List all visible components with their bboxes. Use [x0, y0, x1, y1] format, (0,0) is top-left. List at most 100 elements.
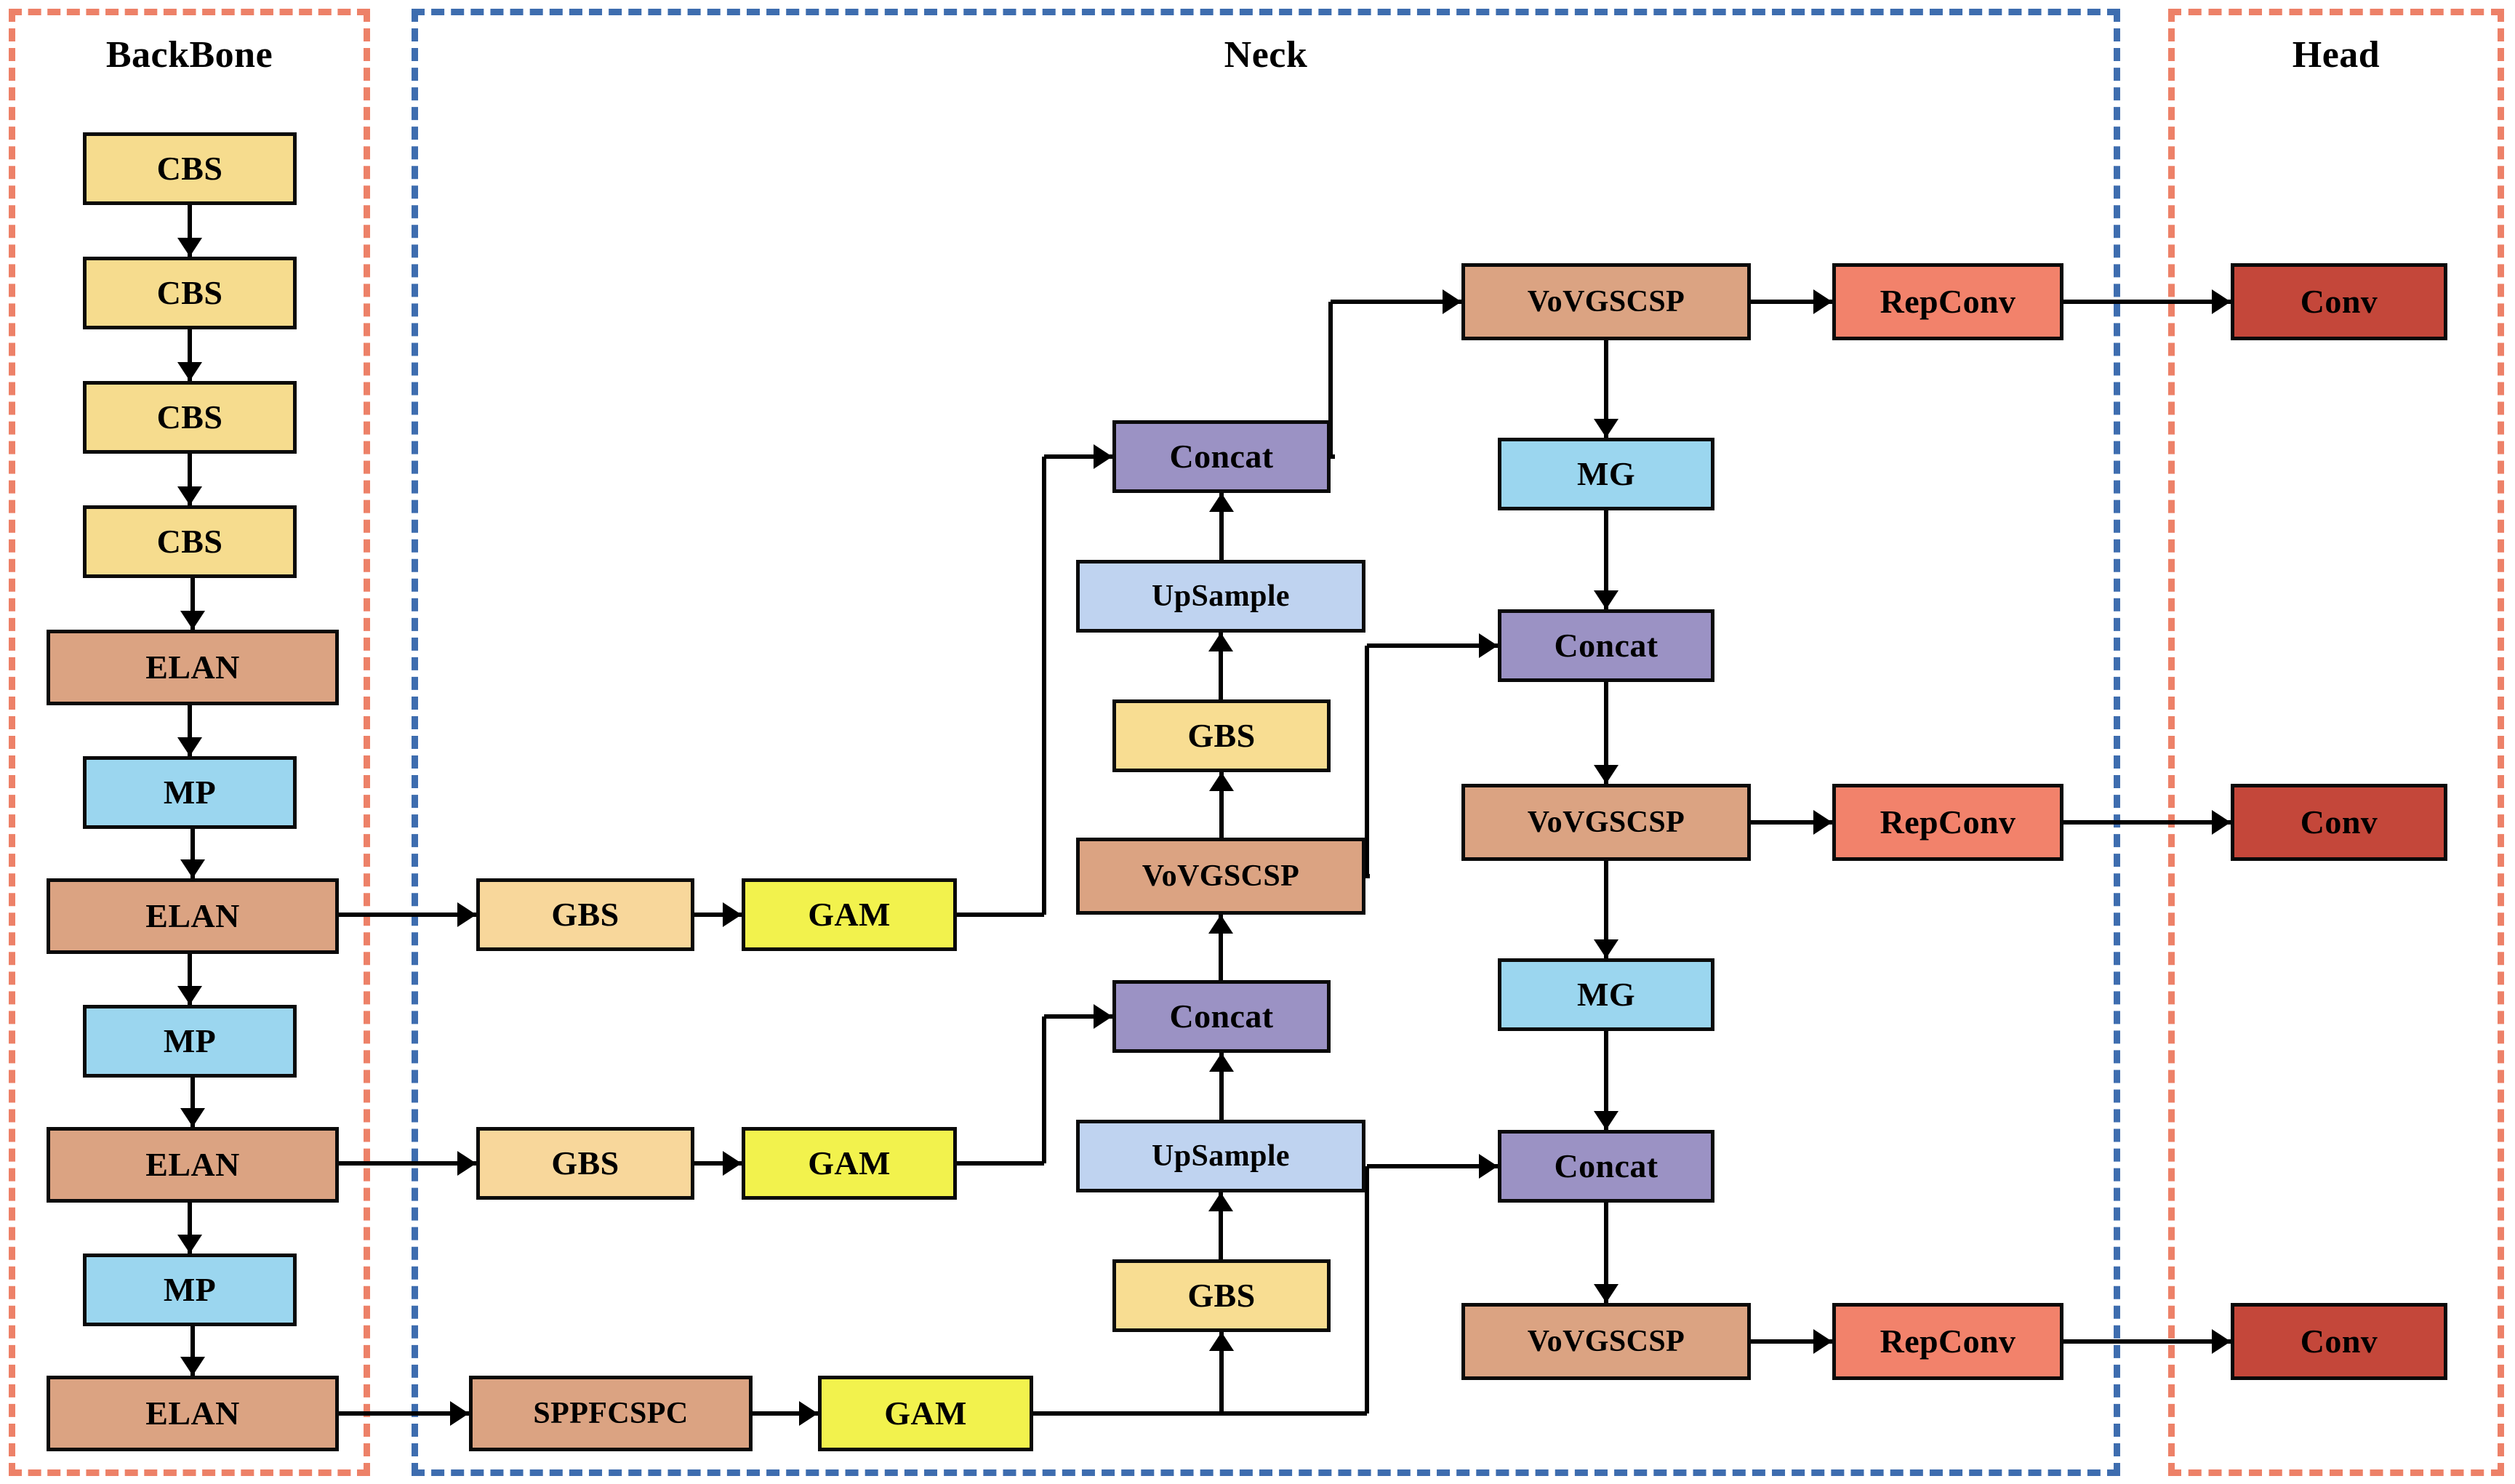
- node-label: MP: [163, 774, 217, 811]
- node-elan2[interactable]: ELAN: [47, 878, 339, 954]
- node-label: SPPFCSPC: [533, 1397, 689, 1430]
- edge-repconv3-to-conv3-arrow: [2212, 1329, 2231, 1354]
- edge-repconv1-to-conv1: [2063, 300, 2231, 304]
- node-concat_r2[interactable]: Concat: [1498, 1130, 1714, 1203]
- node-cbs2[interactable]: CBS: [83, 257, 297, 329]
- node-label: GAM: [884, 1395, 967, 1432]
- node-gam_m[interactable]: GAM: [742, 1127, 957, 1200]
- node-concat_t[interactable]: Concat: [1112, 420, 1331, 493]
- node-repconv2[interactable]: RepConv: [1832, 784, 2063, 861]
- edge-cbs1-to-cbs2-arrow: [177, 238, 202, 257]
- node-mg_top[interactable]: MG: [1498, 438, 1714, 510]
- node-mg_bot[interactable]: MG: [1498, 958, 1714, 1031]
- node-upsample_b[interactable]: UpSample: [1076, 1120, 1365, 1192]
- node-mp3[interactable]: MP: [83, 1254, 297, 1326]
- node-gam_t[interactable]: GAM: [742, 878, 957, 951]
- edge-repconv1-to-conv1-arrow: [2212, 289, 2231, 314]
- node-gbs_t[interactable]: GBS: [476, 878, 694, 951]
- edge-vov_r3-to-repconv3: [1751, 1339, 1832, 1344]
- edge-cbs4-to-elan1-arrow: [180, 611, 205, 630]
- edge-gam_b-to-gbs_u2-arrow: [1209, 1332, 1234, 1351]
- node-label: GBS: [1187, 1277, 1256, 1314]
- edge-mg_top-to-concat_r1: [1604, 510, 1608, 609]
- node-gbs_u1[interactable]: GBS: [1112, 699, 1331, 772]
- edge-vov_top-to-mg_top: [1604, 340, 1608, 438]
- node-label: MG: [1577, 976, 1635, 1013]
- node-label: RepConv: [1880, 1323, 2016, 1360]
- node-label: VoVGSCSP: [1527, 806, 1685, 839]
- node-cbs3[interactable]: CBS: [83, 381, 297, 454]
- edge-elan3-to-gbs_m-arrow: [457, 1151, 476, 1176]
- node-upsample_t[interactable]: UpSample: [1076, 560, 1365, 633]
- node-label: ELAN: [145, 897, 240, 934]
- edge-gam_b-bottom-wire: [1033, 1411, 1222, 1416]
- edge-vov_top-to-mg_top-arrow: [1594, 419, 1618, 438]
- node-label: CBS: [156, 150, 223, 187]
- node-cbs4[interactable]: CBS: [83, 505, 297, 578]
- region-neck: [412, 9, 2120, 1476]
- node-elan1[interactable]: ELAN: [47, 630, 339, 705]
- edge-repconv3-to-conv3: [2063, 1339, 2231, 1344]
- edge-gam_t-to-concat_t-arrow: [1094, 444, 1112, 469]
- edge-elan3-to-gbs_m: [339, 1161, 476, 1166]
- node-elan3[interactable]: ELAN: [47, 1127, 339, 1203]
- edge-repconv2-to-conv2: [2063, 820, 2231, 825]
- node-elan4[interactable]: ELAN: [47, 1376, 339, 1451]
- node-label: MP: [163, 1022, 217, 1059]
- node-conv2[interactable]: Conv: [2231, 784, 2447, 861]
- edge-gam_m-to-concat_m: [1044, 1014, 1112, 1019]
- edge-vov_mid-to-gbs_u1: [1219, 772, 1224, 838]
- node-label: GBS: [1187, 717, 1256, 754]
- node-gbs_m[interactable]: GBS: [476, 1127, 694, 1200]
- edge-mg_bot-to-concat_r2-arrow: [1594, 1111, 1618, 1130]
- node-label: ELAN: [145, 649, 240, 686]
- edge-mp2-to-elan3: [190, 1078, 195, 1127]
- node-vov_mid[interactable]: VoVGSCSP: [1076, 838, 1365, 915]
- node-conv1[interactable]: Conv: [2231, 263, 2447, 340]
- node-gbs_u2[interactable]: GBS: [1112, 1259, 1331, 1332]
- node-label: Concat: [1554, 627, 1658, 664]
- edge-concat_t-to-vov_top: [1328, 302, 1333, 457]
- node-label: Conv: [2300, 1323, 2378, 1360]
- edge-upsample_t-to-concat_t-arrow: [1209, 493, 1234, 512]
- node-label: VoVGSCSP: [1527, 1325, 1685, 1358]
- edge-gbs_u1-to-upsample_t-arrow: [1208, 633, 1233, 651]
- edge-vov_top-to-repconv1-arrow: [1813, 289, 1832, 314]
- node-conv3[interactable]: Conv: [2231, 1303, 2447, 1380]
- node-concat_r1[interactable]: Concat: [1498, 609, 1714, 682]
- edge-elan2-to-gbs_t: [339, 913, 476, 917]
- node-label: RepConv: [1880, 283, 2016, 320]
- node-vov_r3[interactable]: VoVGSCSP: [1461, 1303, 1751, 1380]
- edge-gbs_u2-to-upsample_b: [1219, 1192, 1223, 1259]
- node-label: CBS: [156, 398, 223, 436]
- edge-vov_mid-to-concat_r1: [1365, 646, 1369, 876]
- edge-concat_r1-to-vov_r2-arrow: [1594, 765, 1618, 784]
- edge-gam_b-to-concat_r2: [1367, 1164, 1498, 1168]
- edge-vov_r2-to-mg_bot-arrow: [1594, 939, 1618, 958]
- node-cbs1[interactable]: CBS: [83, 132, 297, 205]
- node-label: VoVGSCSP: [1142, 859, 1300, 893]
- node-label: Concat: [1169, 438, 1274, 475]
- node-repconv1[interactable]: RepConv: [1832, 263, 2063, 340]
- node-repconv3[interactable]: RepConv: [1832, 1303, 2063, 1380]
- node-label: UpSample: [1152, 579, 1290, 613]
- edge-elan2-to-mp2-arrow: [177, 986, 202, 1005]
- node-label: VoVGSCSP: [1527, 285, 1685, 318]
- node-gam_b[interactable]: GAM: [818, 1376, 1033, 1451]
- node-label: GAM: [808, 1144, 891, 1182]
- node-concat_m[interactable]: Concat: [1112, 980, 1331, 1053]
- region-backbone: [9, 9, 370, 1476]
- edge-mp3-to-elan4-arrow: [180, 1357, 205, 1376]
- node-sppfcspc[interactable]: SPPFCSPC: [469, 1376, 753, 1451]
- node-label: MG: [1577, 455, 1635, 492]
- node-vov_top[interactable]: VoVGSCSP: [1461, 263, 1751, 340]
- edge-elan4-to-sppfcspc: [339, 1411, 469, 1416]
- node-mp2[interactable]: MP: [83, 1005, 297, 1078]
- edge-upsample_b-to-concat_m-arrow: [1209, 1053, 1234, 1072]
- node-vov_r2[interactable]: VoVGSCSP: [1461, 784, 1751, 861]
- region-title-neck: Neck: [1224, 34, 1308, 76]
- node-mp1[interactable]: MP: [83, 756, 297, 829]
- edge-vov_r2-to-repconv2: [1751, 820, 1832, 825]
- edge-cbs2-to-cbs3-arrow: [177, 362, 202, 381]
